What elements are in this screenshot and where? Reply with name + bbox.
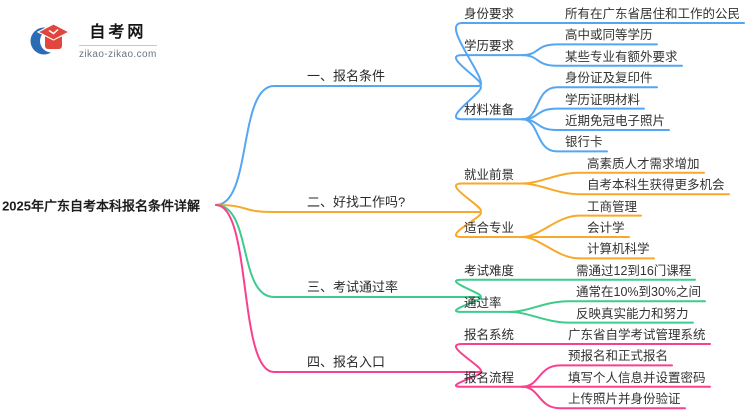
sub-topic[interactable]: 报名流程: [464, 370, 515, 385]
leaf-topic[interactable]: 某些专业有额外要求: [565, 49, 678, 64]
sub-topic[interactable]: 考试难度: [464, 263, 515, 278]
logo-text-block: 自考网 zikao-zikao.com: [79, 18, 157, 60]
branch-topic[interactable]: 三、考试通过率: [307, 279, 399, 295]
leaf-topic[interactable]: 自考本科生获得更多机会: [587, 177, 725, 192]
leaf-topic[interactable]: 高素质人才需求增加: [587, 156, 700, 171]
logo-site-name: 自考网: [89, 24, 147, 41]
sub-topic[interactable]: 学历要求: [464, 38, 515, 53]
leaf-topic[interactable]: 计算机科学: [587, 242, 650, 257]
sub-topic[interactable]: 报名系统: [464, 327, 515, 342]
logo-site-domain: zikao-zikao.com: [79, 49, 157, 60]
leaf-topic[interactable]: 所有在广东省居住和工作的公民: [565, 6, 741, 21]
sub-topic[interactable]: 材料准备: [464, 103, 515, 118]
leaf-connector: [521, 118, 608, 153]
sub-topic[interactable]: 就业前景: [464, 167, 515, 182]
subtopic-connector: [454, 85, 523, 121]
root-node[interactable]: 2025年广东自考本科报名条件详解: [2, 198, 200, 214]
leaf-topic[interactable]: 高中或同等学历: [565, 28, 653, 43]
leaf-topic[interactable]: 身份证及复印件: [565, 70, 653, 85]
subtopic-connector: [454, 371, 523, 388]
branch-connector: [215, 204, 479, 373]
branch-connector: [215, 85, 479, 206]
logo-divider: [79, 45, 157, 46]
subtopic-connector: [454, 343, 523, 373]
leaf-topic[interactable]: 通常在10%到30%之间: [576, 284, 702, 299]
leaf-topic[interactable]: 需通过12到16门课程: [576, 263, 692, 278]
sub-topic[interactable]: 通过率: [464, 295, 502, 310]
sub-topic[interactable]: 身份要求: [464, 6, 515, 21]
branch-connector: [215, 204, 479, 298]
leaf-connector: [521, 182, 730, 196]
leaf-topic[interactable]: 工商管理: [587, 199, 638, 214]
branch-topic[interactable]: 二、好找工作吗?: [307, 194, 406, 210]
graduation-cap-logo-icon: [30, 23, 70, 55]
leaf-connector: [521, 236, 655, 260]
branch-connector: [215, 204, 479, 213]
leaf-topic[interactable]: 填写个人信息并设置密码: [568, 370, 706, 385]
site-logo[interactable]: 自考网 zikao-zikao.com: [30, 18, 157, 60]
subtopic-connector: [454, 296, 511, 313]
leaf-topic[interactable]: 预报名和正式报名: [568, 349, 669, 364]
leaf-topic[interactable]: 广东省自学考试管理系统: [568, 327, 706, 342]
leaf-connector: [509, 310, 694, 324]
leaf-topic[interactable]: 会计学: [587, 220, 625, 235]
leaf-connector: [521, 385, 686, 410]
subtopic-connector: [454, 278, 523, 298]
branch-topic[interactable]: 四、报名入口: [307, 354, 386, 370]
sub-topic[interactable]: 适合专业: [464, 220, 515, 235]
subtopic-connector: [454, 211, 523, 238]
subtopic-connector: [454, 54, 523, 87]
leaf-topic[interactable]: 反映真实能力和努力: [576, 306, 689, 321]
leaf-topic[interactable]: 近期免冠电子照片: [565, 113, 666, 128]
leaf-topic[interactable]: 上传照片并身份验证: [568, 391, 681, 406]
branch-topic[interactable]: 一、报名条件: [307, 68, 386, 84]
leaf-topic[interactable]: 学历证明材料: [565, 92, 641, 107]
subtopic-connector: [454, 182, 523, 213]
leaf-connector: [521, 54, 683, 67]
leaf-topic[interactable]: 银行卡: [565, 135, 603, 150]
